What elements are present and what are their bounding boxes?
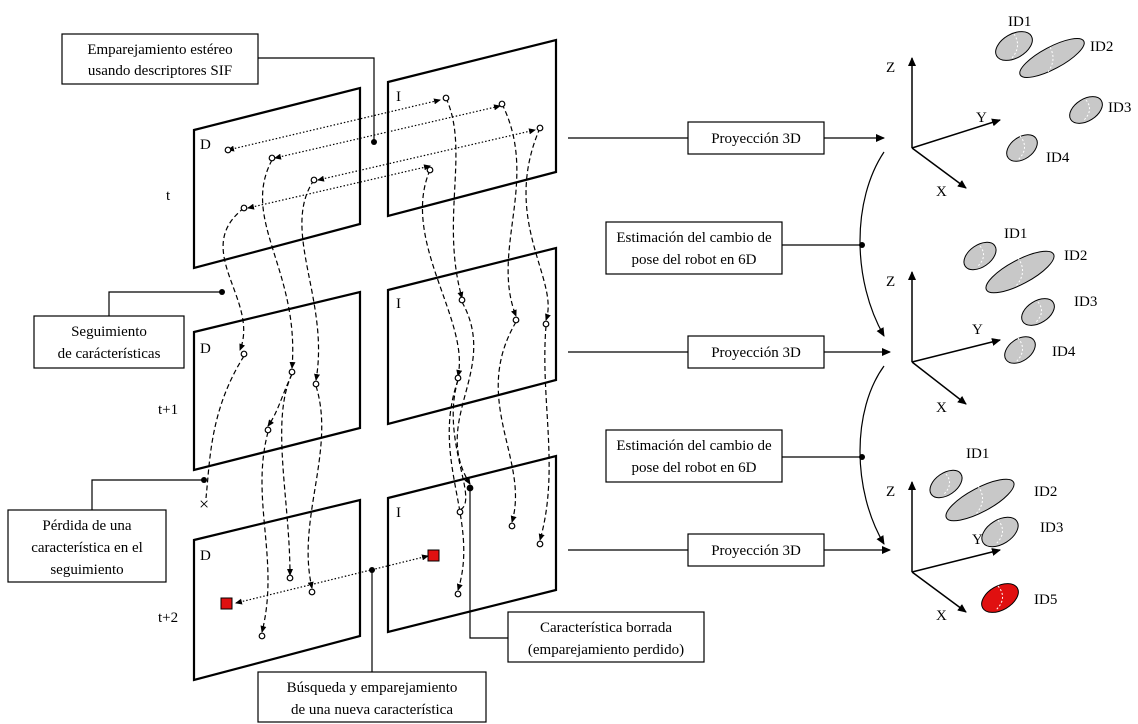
svg-text:(emparejamiento perdido): (emparejamiento perdido) <box>528 642 684 658</box>
feature-points <box>224 94 550 640</box>
axes-3d-t1: Z Y X <box>886 271 1001 416</box>
svg-text:Proyección 3D: Proyección 3D <box>711 131 801 147</box>
svg-text:ID1: ID1 <box>1004 226 1027 242</box>
svg-text:X: X <box>936 400 947 416</box>
axes-3d-t: Z Y X <box>886 57 1001 200</box>
projection-row-t: Proyección 3D <box>568 121 885 155</box>
pose-estimation-2: Estimación del cambio de pose del robot … <box>605 365 885 545</box>
svg-text:Z: Z <box>886 274 895 290</box>
svg-text:Proyección 3D: Proyección 3D <box>711 543 801 559</box>
svg-text:Característica borrada: Característica borrada <box>540 620 672 636</box>
frame-left-t1 <box>192 290 362 472</box>
svg-text:ID2: ID2 <box>1090 39 1113 55</box>
svg-text:Y: Y <box>976 110 987 126</box>
svg-text:Z: Z <box>886 484 895 500</box>
svg-text:ID1: ID1 <box>1008 14 1031 30</box>
tracking-paths-left <box>205 159 323 633</box>
svg-text:ID5: ID5 <box>1034 592 1057 608</box>
svg-text:Estimación del cambio de: Estimación del cambio de <box>616 230 772 246</box>
svg-text:de una nueva característica: de una nueva característica <box>291 702 453 718</box>
callout-deleted-feature: Característica borrada (emparejamiento p… <box>467 485 705 663</box>
frame-label-i-t: I <box>396 89 401 105</box>
svg-text:característica en el: característica en el <box>31 540 143 556</box>
svg-text:pose del robot en 6D: pose del robot en 6D <box>632 460 757 476</box>
callout-feature-loss: Pérdida de una característica en el segu… <box>7 477 207 583</box>
time-label-t2: t+2 <box>158 610 178 626</box>
svg-text:Y: Y <box>972 322 983 338</box>
frame-label-i-t1: I <box>396 296 401 312</box>
callout-feature-tracking: Seguimiento de carácterísticas <box>33 289 225 369</box>
landmarks-t1: ID1 ID2 ID3 ID4 <box>963 226 1097 364</box>
time-label-t: t <box>166 188 171 204</box>
frame-right-t2 <box>386 454 558 634</box>
svg-text:Estimación del cambio de: Estimación del cambio de <box>616 438 772 454</box>
frame-label-d-t: D <box>200 137 211 153</box>
svg-text:ID4: ID4 <box>1046 150 1070 166</box>
landmarks-t: ID1 ID2 ID3 ID4 <box>995 14 1131 166</box>
svg-text:usando descriptores SIF: usando descriptores SIF <box>88 63 232 79</box>
frame-right-t1 <box>386 246 558 426</box>
svg-text:ID3: ID3 <box>1074 294 1097 310</box>
svg-text:ID2: ID2 <box>1064 248 1087 264</box>
landmarks-t2: ID1 ID2 ID3 ID5 <box>929 446 1063 613</box>
new-feature-marker-right <box>427 549 440 562</box>
svg-text:Búsqueda y emparejamiento: Búsqueda y emparejamiento <box>287 680 458 696</box>
stereo-matches-t <box>227 98 536 210</box>
svg-text:pose del robot en 6D: pose del robot en 6D <box>632 252 757 268</box>
new-feature-marker-left <box>220 597 233 610</box>
svg-text:Y: Y <box>972 532 983 548</box>
projection-row-t2: Proyección 3D <box>568 533 891 567</box>
svg-text:ID4: ID4 <box>1052 344 1076 360</box>
frame-label-d-t2: D <box>200 548 211 564</box>
svg-text:Seguimiento: Seguimiento <box>71 324 147 340</box>
frame-left-t <box>192 86 362 270</box>
svg-text:Pérdida de una: Pérdida de una <box>42 518 131 534</box>
svg-text:ID3: ID3 <box>1108 100 1131 116</box>
svg-text:Z: Z <box>886 60 895 76</box>
svg-text:ID2: ID2 <box>1034 484 1057 500</box>
svg-text:seguimiento: seguimiento <box>50 562 123 578</box>
callout-stereo-matching: Emparejamiento estéreo usando descriptor… <box>61 33 377 145</box>
pose-estimation-1: Estimación del cambio de pose del robot … <box>605 151 885 337</box>
time-label-t1: t+1 <box>158 402 178 418</box>
frame-label-i-t2: I <box>396 505 401 521</box>
svg-text:de carácterísticas: de carácterísticas <box>58 346 161 362</box>
axes-3d-t2: Z Y X <box>886 481 1001 624</box>
callout-new-feature: Búsqueda y emparejamiento de una nueva c… <box>257 567 487 723</box>
svg-text:Proyección 3D: Proyección 3D <box>711 345 801 361</box>
tracking-paths-right <box>421 97 551 591</box>
projection-row-t1: Proyección 3D <box>568 335 891 369</box>
frame-left-t2 <box>192 498 362 682</box>
svg-text:X: X <box>936 608 947 624</box>
svg-text:Emparejamiento estéreo: Emparejamiento estéreo <box>87 42 232 58</box>
lost-feature-marker: × <box>199 494 209 514</box>
frame-right-t <box>386 38 558 218</box>
svg-text:ID3: ID3 <box>1040 520 1063 536</box>
svg-text:ID1: ID1 <box>966 446 989 462</box>
svg-text:X: X <box>936 184 947 200</box>
frame-label-d-t1: D <box>200 341 211 357</box>
